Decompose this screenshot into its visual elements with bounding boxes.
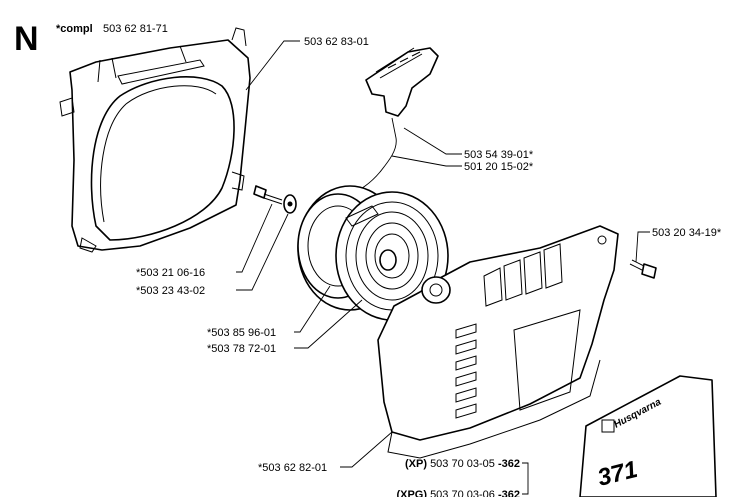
label-pulley: *503 85 96-01 [207,327,276,339]
label-handle: 503 54 39-01* [464,149,534,161]
label-spring: *503 78 72-01 [207,343,276,355]
screw-right-drawing [629,259,657,279]
label-washer: *503 23 43-02 [136,285,205,297]
label-decal-xp: (XP) 503 70 03-05 -362 [405,458,520,470]
label-decal-xpg: (XPG) 503 70 03-06 -362 [396,489,520,497]
screw-washer-drawing [253,185,297,214]
label-screw-left: *503 21 06-16 [136,267,205,279]
section-letter: N [14,20,39,58]
label-rope: 501 20 15-02* [464,161,534,173]
label-screw-right: 503 20 34-19* [652,227,722,239]
decal-drawing: Husqvarna 371 [579,375,717,497]
label-housing: *503 62 82-01 [258,462,327,474]
pulley-spring-drawing [297,185,449,321]
leader-lines [236,40,650,495]
compl-number: 503 62 81-71 [103,23,168,35]
starter-handle-drawing [347,47,439,197]
starter-housing-drawing [377,225,619,459]
compl-prefix: *compl [56,23,93,35]
cover-frame-drawing [59,27,251,253]
label-cover-frame: 503 62 83-01 [304,36,369,48]
